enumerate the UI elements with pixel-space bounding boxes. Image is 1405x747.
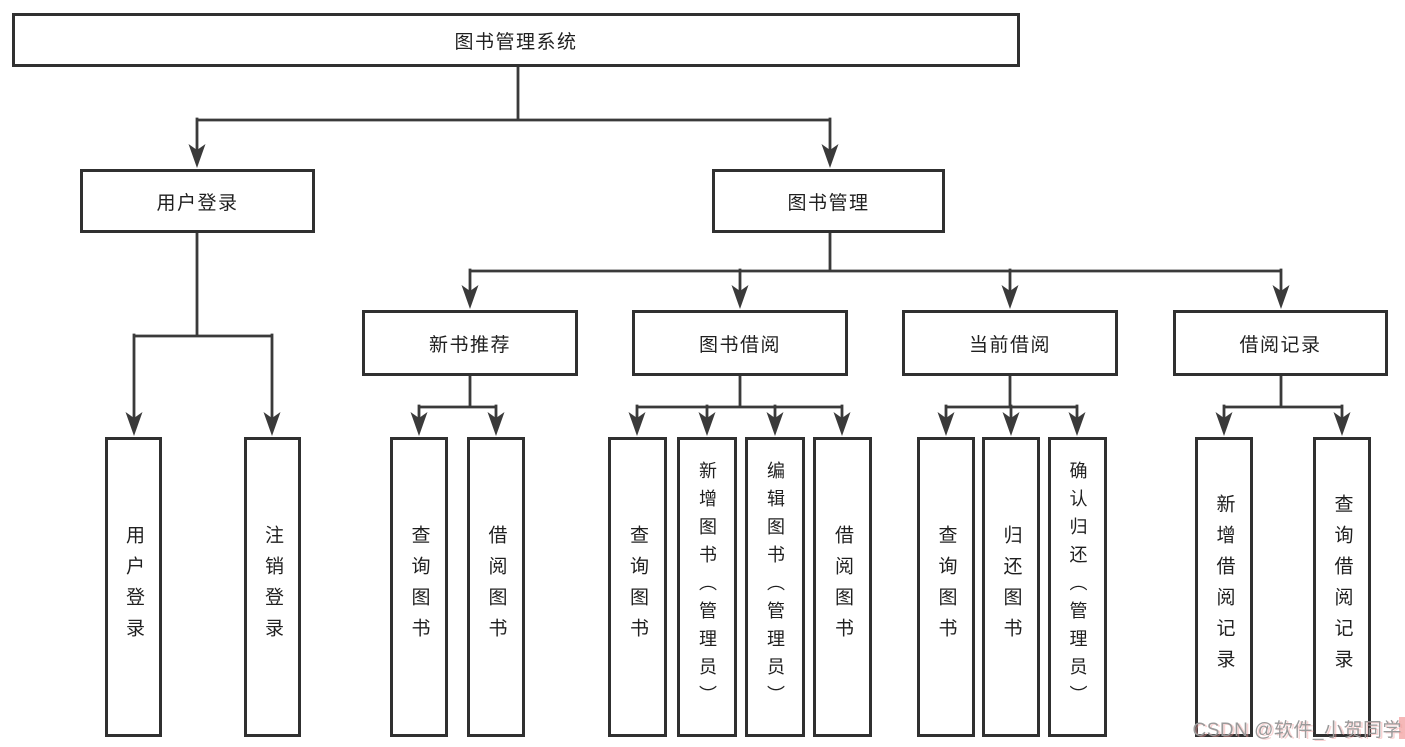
arrowhead	[698, 412, 716, 436]
leaf-user-login-label: 用户登录	[123, 525, 144, 649]
watermark: CSDN @软件_小贺同学	[1192, 720, 1402, 741]
leaf-borrow-book-new-label: 借阅图书	[485, 525, 507, 649]
leaf-confirm-return: 确认归还（管理员）	[1048, 437, 1107, 737]
node-borrow-records-label: 借阅记录	[1239, 334, 1322, 356]
arrowhead	[410, 412, 428, 436]
arrowhead	[188, 144, 206, 168]
node-root-label: 图书管理系统	[454, 31, 578, 53]
leaf-query-borrow-record-label: 查询借阅记录	[1331, 494, 1353, 680]
node-book-mgmt: 图书管理	[712, 169, 945, 233]
node-new-book-rec-label: 新书推荐	[428, 334, 511, 356]
arrowhead	[937, 412, 955, 436]
leaf-return-book: 归还图书	[982, 437, 1040, 737]
arrowhead	[1001, 285, 1019, 309]
arrowhead	[487, 412, 505, 436]
leaf-query-book-new: 查询图书	[390, 437, 448, 737]
node-book-mgmt-label: 图书管理	[787, 192, 870, 214]
node-new-book-rec: 新书推荐	[362, 310, 578, 376]
node-current-borrow: 当前借阅	[902, 310, 1118, 376]
leaf-query-book-borrow: 查询图书	[608, 437, 667, 737]
leaf-confirm-return-label: 确认归还（管理员）	[1067, 461, 1088, 713]
arrowhead	[1215, 412, 1233, 436]
node-user-login-label: 用户登录	[156, 192, 239, 214]
connector-new-book-rec	[417, 374, 498, 422]
leaf-return-book-label: 归还图书	[1000, 525, 1022, 649]
leaf-borrow-book-borrow: 借阅图书	[813, 437, 872, 737]
leaf-query-borrow-record: 查询借阅记录	[1313, 437, 1371, 737]
watermark-accent	[1399, 717, 1405, 739]
arrowhead	[766, 412, 784, 436]
arrowhead	[1002, 412, 1020, 436]
connector-book-mgmt	[468, 230, 1283, 295]
arrowhead	[731, 285, 749, 309]
arrowhead	[461, 285, 479, 309]
node-current-borrow-label: 当前借阅	[968, 334, 1051, 356]
node-book-borrow-label: 图书借阅	[698, 334, 781, 356]
leaf-edit-book-label: 编辑图书（管理员）	[765, 461, 785, 713]
node-borrow-records: 借阅记录	[1173, 310, 1388, 376]
arrowhead	[833, 412, 851, 436]
arrowhead	[1333, 412, 1351, 436]
leaf-query-book-new-label: 查询图书	[408, 525, 430, 649]
leaf-query-book-borrow-label: 查询图书	[627, 525, 648, 649]
leaf-edit-book: 编辑图书（管理员）	[745, 437, 805, 737]
connector-current-borrow	[944, 374, 1079, 422]
leaf-add-borrow-record-label: 新增借阅记录	[1213, 494, 1235, 680]
leaf-query-book-current-label: 查询图书	[935, 525, 957, 649]
leaf-query-book-current: 查询图书	[917, 437, 975, 737]
node-book-borrow: 图书借阅	[632, 310, 848, 376]
arrowhead	[1272, 285, 1290, 309]
leaf-user-login: 用户登录	[105, 437, 162, 737]
leaf-logout: 注销登录	[244, 437, 301, 737]
leaf-add-book: 新增图书（管理员）	[677, 437, 737, 737]
leaf-add-book-label: 新增图书（管理员）	[697, 461, 717, 713]
arrowhead	[1068, 412, 1086, 436]
connector-user-login	[132, 230, 274, 422]
arrowhead	[125, 412, 143, 436]
leaf-borrow-book-borrow-label: 借阅图书	[832, 525, 853, 649]
leaf-add-borrow-record: 新增借阅记录	[1195, 437, 1253, 737]
connector-book-borrow	[635, 374, 844, 422]
node-user-login: 用户登录	[80, 169, 315, 233]
leaf-borrow-book-new: 借阅图书	[467, 437, 525, 737]
connector-root	[195, 64, 832, 153]
node-root: 图书管理系统	[12, 13, 1020, 67]
leaf-logout-label: 注销登录	[262, 525, 283, 649]
connector-borrow-records	[1222, 374, 1344, 422]
arrowhead	[628, 412, 646, 436]
arrowhead	[821, 144, 839, 168]
arrowhead	[263, 412, 281, 436]
